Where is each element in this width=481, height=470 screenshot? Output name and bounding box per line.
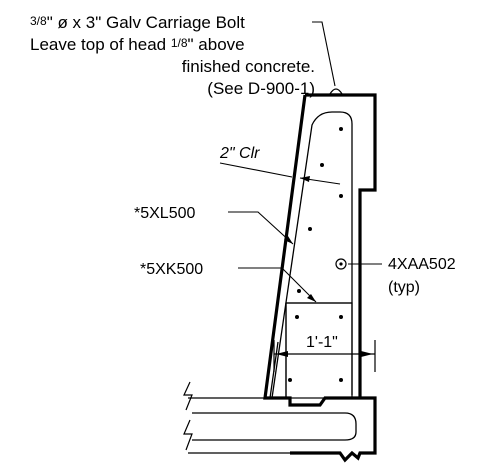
bolt-head-fraction: 1/8	[171, 36, 188, 50]
rebar-dot	[339, 378, 343, 382]
bolt-description: " ø x 3" Galv Carriage Bolt	[47, 13, 245, 32]
carriage-bolt-head	[328, 88, 344, 95]
clearance-callout: 2" Clr	[219, 145, 341, 185]
xk500-leader	[238, 267, 317, 303]
rebar-dots	[288, 127, 347, 382]
clearance-underline-leader	[219, 162, 293, 178]
bolt-size-fraction: 3/8	[30, 14, 47, 28]
xl500-leader	[228, 211, 294, 245]
rebar-dot	[308, 227, 312, 231]
xaa502-typ-label: (typ)	[388, 279, 420, 296]
rebar-dot	[297, 289, 301, 293]
bolt-note-line3: finished concrete.	[182, 57, 315, 76]
rebar-dot	[295, 315, 299, 319]
dimension-arrow-right	[361, 351, 373, 357]
dimension-label: 1'-1"	[306, 334, 338, 351]
rebar-group	[192, 111, 357, 441]
dimension-arrow-left	[276, 351, 288, 357]
barrier-outline	[263, 93, 377, 463]
rebar-slab-bottom	[192, 412, 357, 441]
xk500-label: *5XK500	[140, 261, 203, 278]
bolt-note-line2-post: " above	[188, 35, 245, 54]
clearance-arrowhead	[300, 176, 310, 182]
rebar-dot	[320, 163, 324, 167]
deck-slab	[183, 381, 290, 454]
xaa502-label: 4XAA502	[388, 256, 456, 273]
bolt-note-line4: (See D-900-1)	[207, 79, 315, 98]
xk500-arrowhead	[307, 294, 316, 302]
rebar-dot	[339, 315, 343, 319]
xaa502-callout: 4XAA502 (typ)	[348, 256, 456, 296]
xl500-callout: *5XL500	[134, 205, 294, 245]
dimension-1ft-1in: 1'-1"	[273, 333, 376, 372]
xl500-arrowhead	[284, 236, 293, 244]
bolt-note-line2-pre: Leave top of head	[30, 35, 171, 54]
rebar-dot	[288, 378, 292, 382]
xk500-callout: *5XK500	[140, 261, 317, 303]
slab-break-bottom	[183, 419, 193, 451]
rebar-dot	[339, 194, 343, 198]
bolt-leader	[312, 21, 336, 87]
bolt-note-line1: 3/8" ø x 3" Galv Carriage Bolt	[30, 13, 245, 32]
rebar-xl500	[271, 111, 353, 399]
clearance-label: 2" Clr	[219, 145, 260, 162]
bolt-note-line2: Leave top of head 1/8" above	[30, 35, 245, 54]
xl500-label: *5XL500	[134, 205, 195, 222]
bolt-note: 3/8" ø x 3" Galv Carriage Bolt Leave top…	[30, 13, 315, 98]
rebar-dot	[339, 127, 343, 131]
dimension-label-bg	[300, 333, 350, 351]
rebar-xaa502-center	[339, 262, 343, 266]
rebar-xk500-box	[285, 302, 353, 399]
slab-break-top	[183, 381, 193, 411]
